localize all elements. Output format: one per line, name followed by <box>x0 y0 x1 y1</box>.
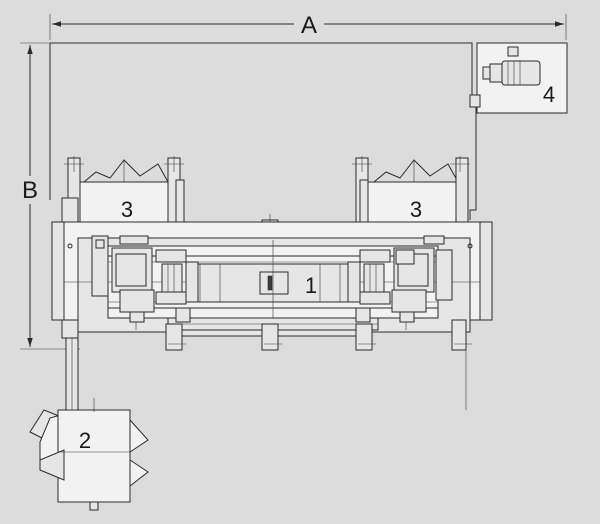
label-4: 4 <box>543 82 555 107</box>
label-2: 2 <box>79 428 91 453</box>
label-3-right: 3 <box>410 197 422 222</box>
label-1: 1 <box>305 273 317 298</box>
label-3-left: 3 <box>121 197 133 222</box>
lower-unit <box>29 398 149 511</box>
right-drive <box>347 235 453 330</box>
dimension-a-label: A <box>301 12 317 39</box>
envelope-outline <box>49 42 473 200</box>
dimension-b-label: B <box>22 177 38 204</box>
motor-unit <box>469 42 568 220</box>
left-drive <box>91 235 199 330</box>
foot-pads <box>165 319 472 351</box>
